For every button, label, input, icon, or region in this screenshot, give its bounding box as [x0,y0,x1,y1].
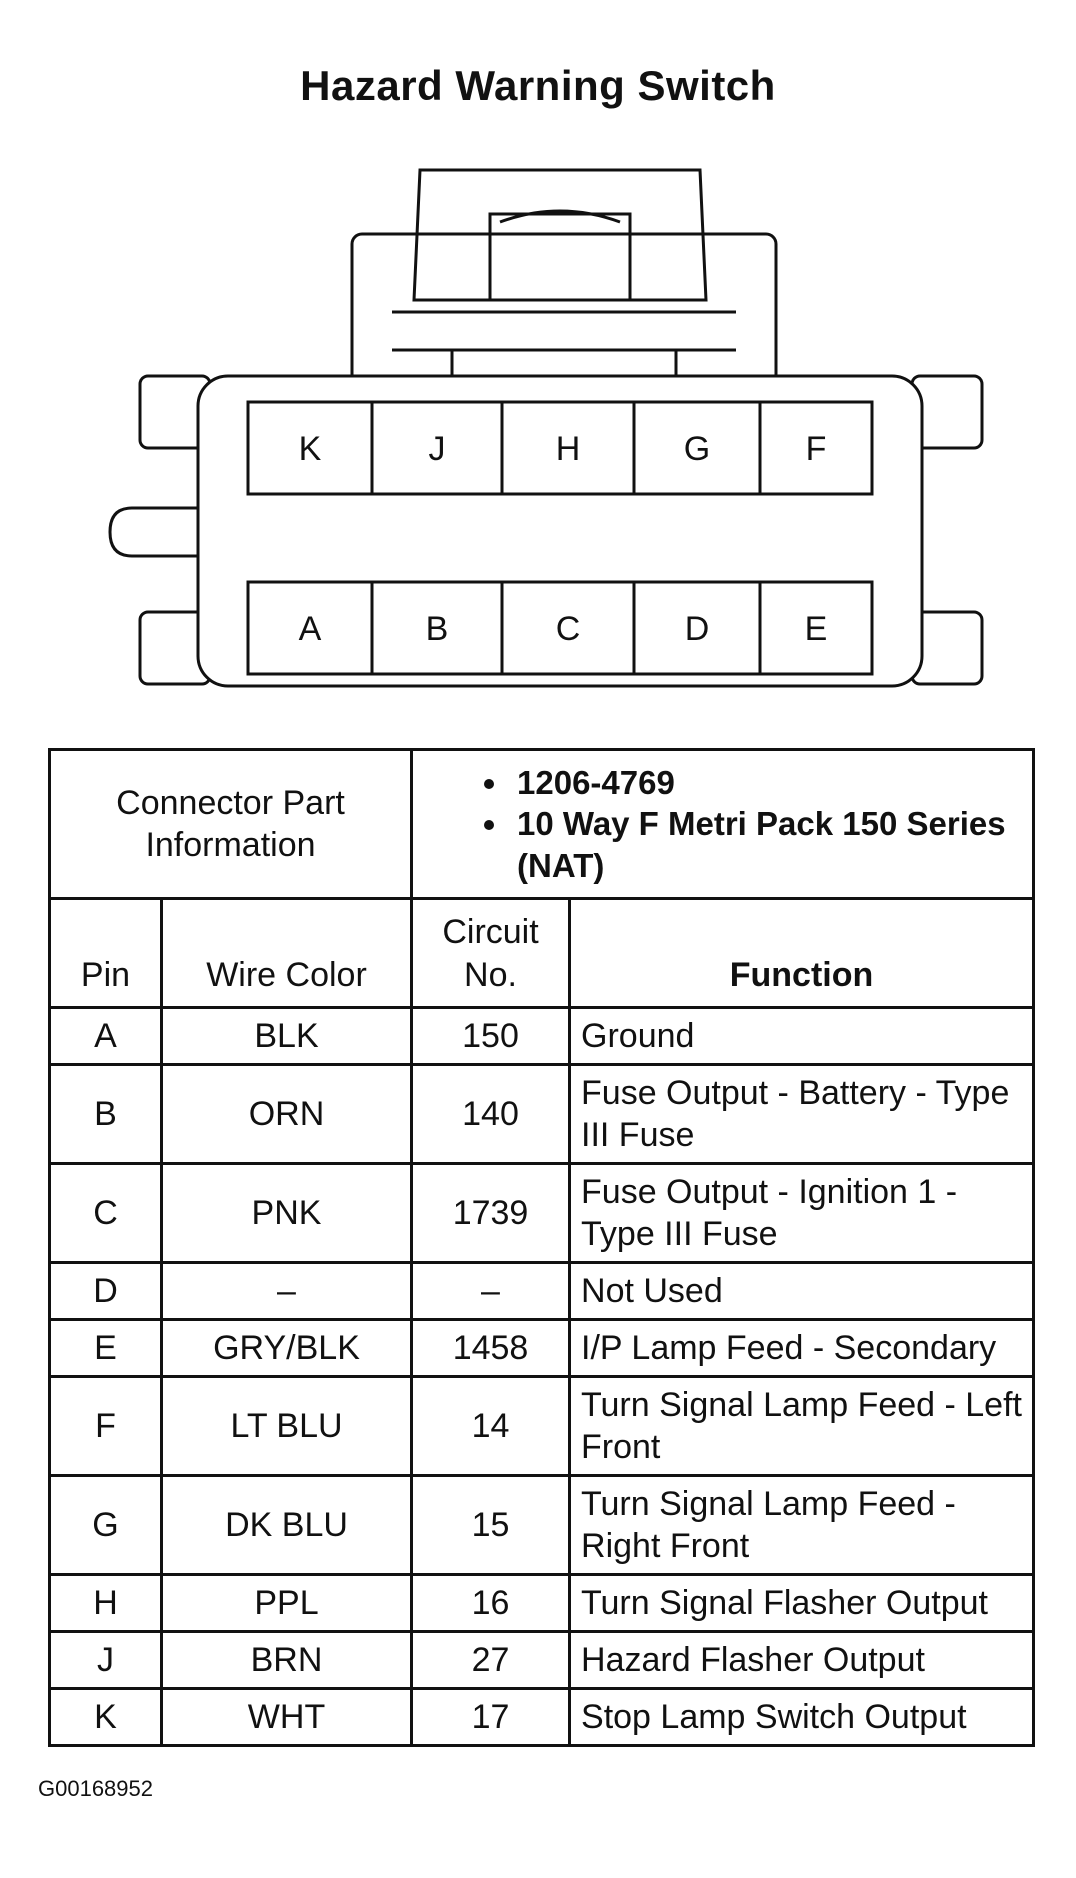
circuit-cell: – [410,1261,572,1321]
pin-row-top [246,400,874,496]
pin-cell: A [48,1006,163,1066]
diagram-title: Hazard Warning Switch [300,62,776,109]
circuit-cell: 16 [410,1573,572,1633]
table-row: D – – Not Used [48,1261,1036,1321]
table-row: B ORN 140 Fuse Output - Battery - Type I… [48,1063,1036,1165]
table-row: E GRY/BLK 1458 I/P Lamp Feed - Secondary [48,1318,1036,1378]
pin-label-f: F [806,430,827,468]
pin-label-k: K [299,430,322,468]
pin-label-c: C [556,610,581,648]
table-row: G DK BLU 15 Turn Signal Lamp Feed - Righ… [48,1474,1036,1576]
pin-cell: C [48,1162,163,1264]
function-cell: Turn Signal Lamp Feed - Right Front [568,1474,1036,1576]
circuit-cell: 140 [410,1063,572,1165]
pin-cell: B [48,1063,163,1165]
wire-color-cell: GRY/BLK [159,1318,414,1378]
function-cell: I/P Lamp Feed - Secondary [568,1318,1036,1378]
function-cell: Stop Lamp Switch Output [568,1687,1036,1747]
table-row: F LT BLU 14 Turn Signal Lamp Feed - Left… [48,1375,1036,1477]
function-cell: Fuse Output - Battery - Type III Fuse [568,1063,1036,1165]
column-header-row: Pin Wire Color Circuit No. Function [48,897,1036,1009]
part-number: 1206-4769 [511,762,1024,803]
connector-diagram: K J H G F A B C D E [108,168,984,688]
pin-cell: D [48,1261,163,1321]
circuit-cell: 150 [410,1006,572,1066]
pin-cell: J [48,1630,163,1690]
connector-latch [350,168,778,386]
circuit-cell: 27 [410,1630,572,1690]
circuit-cell: 17 [410,1687,572,1747]
wire-color-cell: – [159,1261,414,1321]
pin-label-e: E [805,610,828,648]
wire-color-cell: DK BLU [159,1474,414,1576]
wire-color-cell: ORN [159,1063,414,1165]
column-header-circuit: Circuit No. [410,897,572,1009]
part-info-row: Connector Part Information 1206-4769 10 … [47,748,1036,900]
pin-label-a: A [299,610,322,648]
wire-color-cell: LT BLU [159,1375,414,1477]
column-header-wire-color: Wire Color [159,897,414,1009]
connector-pinout-table: Connector Part Information 1206-4769 10 … [47,748,1036,1747]
circuit-cell: 15 [410,1474,572,1576]
circuit-cell: 1739 [410,1162,572,1264]
circuit-cell: 14 [410,1375,572,1477]
table-row: C PNK 1739 Fuse Output - Ignition 1 - Ty… [48,1162,1036,1264]
pin-label-g: G [684,430,710,468]
part-info-label: Connector Part Information [47,748,414,900]
pin-cell: K [48,1687,163,1747]
pin-label-h: H [556,430,581,468]
table-row: A BLK 150 Ground [48,1006,1036,1066]
function-cell: Not Used [568,1261,1036,1321]
column-header-pin: Pin [48,897,163,1009]
part-info-details: 1206-4769 10 Way F Metri Pack 150 Series… [410,748,1036,900]
connector-type: 10 Way F Metri Pack 150 Series (NAT) [511,803,1024,886]
pin-label-d: D [685,610,710,648]
pin-label-b: B [426,610,449,648]
function-cell: Turn Signal Flasher Output [568,1573,1036,1633]
pin-cell: E [48,1318,163,1378]
function-cell: Hazard Flasher Output [568,1630,1036,1690]
table-row: K WHT 17 Stop Lamp Switch Output [48,1687,1036,1747]
pin-cell: H [48,1573,163,1633]
table-row: H PPL 16 Turn Signal Flasher Output [48,1573,1036,1633]
wire-color-cell: PNK [159,1162,414,1264]
wire-color-cell: PPL [159,1573,414,1633]
pin-row-bottom [246,580,874,676]
pin-cell: F [48,1375,163,1477]
circuit-cell: 1458 [410,1318,572,1378]
connector-body [196,374,924,688]
wire-color-cell: BLK [159,1006,414,1066]
wire-color-cell: WHT [159,1687,414,1747]
function-cell: Ground [568,1006,1036,1066]
pin-cell: G [48,1474,163,1576]
wire-color-cell: BRN [159,1630,414,1690]
pin-label-j: J [429,430,446,468]
column-header-function: Function [568,897,1036,1009]
function-cell: Turn Signal Lamp Feed - Left Front [568,1375,1036,1477]
table-row: J BRN 27 Hazard Flasher Output [48,1630,1036,1690]
figure-code: G00168952 [38,1776,153,1801]
function-cell: Fuse Output - Ignition 1 - Type III Fuse [568,1162,1036,1264]
